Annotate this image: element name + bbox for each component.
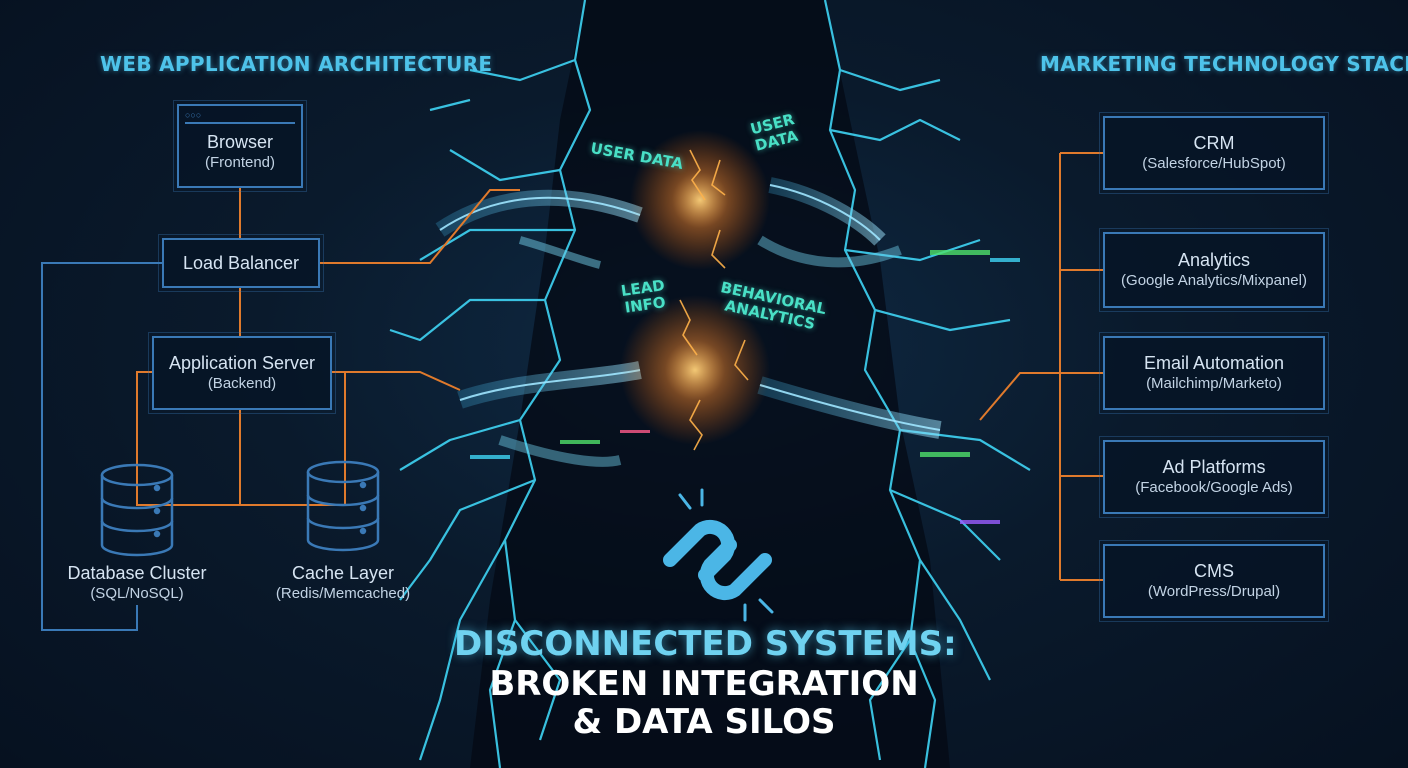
app-server-name: Application Server — [168, 353, 316, 374]
right-heading: MARKETING TECHNOLOGY STACK — [1040, 52, 1408, 76]
ad-platforms-sub: (Facebook/Google Ads) — [1135, 478, 1293, 496]
email-automation-name: Email Automation — [1143, 353, 1285, 374]
ad-platforms-name: Ad Platforms — [1162, 457, 1266, 478]
crm-sub: (Salesforce/HubSpot) — [1142, 154, 1286, 172]
email-automation-sub: (Mailchimp/Marketo) — [1146, 374, 1282, 392]
spark-upper — [630, 130, 770, 270]
right-connectors — [979, 152, 1103, 581]
database-icon — [100, 463, 174, 557]
left-heading: WEB APPLICATION ARCHITECTURE — [100, 52, 493, 76]
analytics-sub: (Google Analytics/Mixpanel) — [1121, 271, 1307, 289]
browser-box: ○○○ Browser (Frontend) — [173, 100, 307, 192]
analytics-box: Analytics (Google Analytics/Mixpanel) — [1099, 228, 1329, 312]
browser-name: Browser — [206, 132, 273, 153]
cache-name: Cache Layer — [291, 563, 395, 583]
database-sub: (SQL/NoSQL) — [90, 584, 184, 602]
load-balancer-box: Load Balancer — [158, 234, 324, 292]
lower-cable-right — [757, 376, 942, 439]
title-line-2: BROKEN INTEGRATION — [489, 664, 919, 704]
email-automation-box: Email Automation (Mailchimp/Marketo) — [1099, 332, 1329, 414]
ad-platforms-box: Ad Platforms (Facebook/Google Ads) — [1099, 436, 1329, 518]
lightning-bolts — [679, 149, 749, 451]
spark-lower — [620, 295, 770, 445]
glitch-bars — [470, 250, 1020, 524]
analytics-name: Analytics — [1177, 250, 1251, 271]
app-server-box: Application Server (Backend) — [148, 332, 336, 414]
upper-cable-left — [435, 189, 643, 269]
window-dots-icon: ○○○ — [185, 110, 295, 124]
crm-name: CRM — [1193, 133, 1235, 154]
title-line-1: DISCONNECTED SYSTEMS: — [454, 624, 957, 664]
left-connectors — [136, 187, 520, 506]
cache-label: Cache Layer (Redis/Memcached) — [243, 562, 443, 603]
left-loop-connector — [41, 262, 162, 631]
cms-name: CMS — [1194, 561, 1234, 582]
cache-icon — [306, 460, 380, 552]
cms-box: CMS (WordPress/Drupal) — [1099, 540, 1329, 622]
load-balancer-name: Load Balancer — [182, 252, 300, 273]
app-server-sub: (Backend) — [207, 374, 277, 392]
title-line-3: & DATA SILOS — [572, 702, 836, 742]
crm-box: CRM (Salesforce/HubSpot) — [1099, 112, 1329, 194]
cache-sub: (Redis/Memcached) — [275, 584, 411, 602]
browser-sub: (Frontend) — [204, 153, 276, 171]
broken-chain-icon — [663, 488, 774, 622]
left-cliff-cracks — [389, 0, 592, 768]
database-label: Database Cluster (SQL/NoSQL) — [37, 562, 237, 603]
flow-label-lead-info: LEAD INFO — [620, 276, 668, 316]
upper-cable-right — [757, 177, 902, 268]
cms-sub: (WordPress/Drupal) — [1147, 582, 1281, 600]
database-name: Database Cluster — [67, 563, 207, 583]
